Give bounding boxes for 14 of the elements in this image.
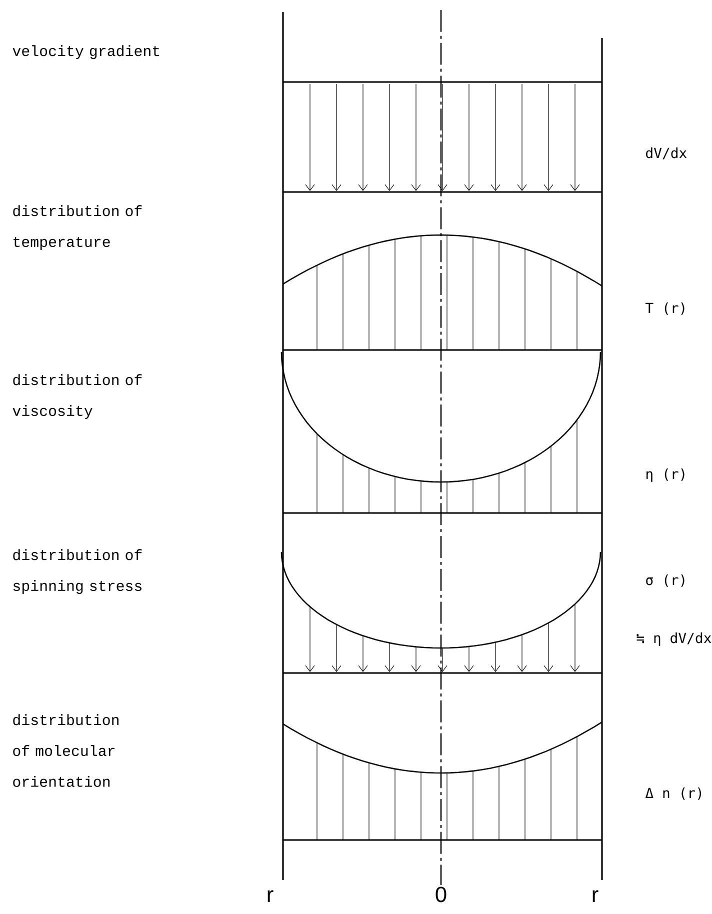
function-label: Δ n (r)	[645, 787, 702, 800]
axis-label: 0	[436, 886, 446, 902]
function-label: σ (r)	[646, 574, 684, 587]
function-label: dV/dx	[646, 147, 687, 160]
row-label: distribution of viscosity	[12, 374, 142, 419]
row-label: distribution of spinning stress	[13, 549, 142, 594]
axis-label: r	[268, 890, 274, 902]
function-label: η (r)	[646, 468, 684, 482]
axis-label: r	[592, 890, 598, 902]
row-label: distribution of molecular orientation	[13, 714, 118, 787]
function-label: ≒ η dV/dx	[636, 632, 712, 646]
row-label: velocity gradient	[12, 45, 160, 60]
function-label: T (r)	[646, 302, 684, 315]
row-label: distribution of temperature	[13, 205, 142, 250]
